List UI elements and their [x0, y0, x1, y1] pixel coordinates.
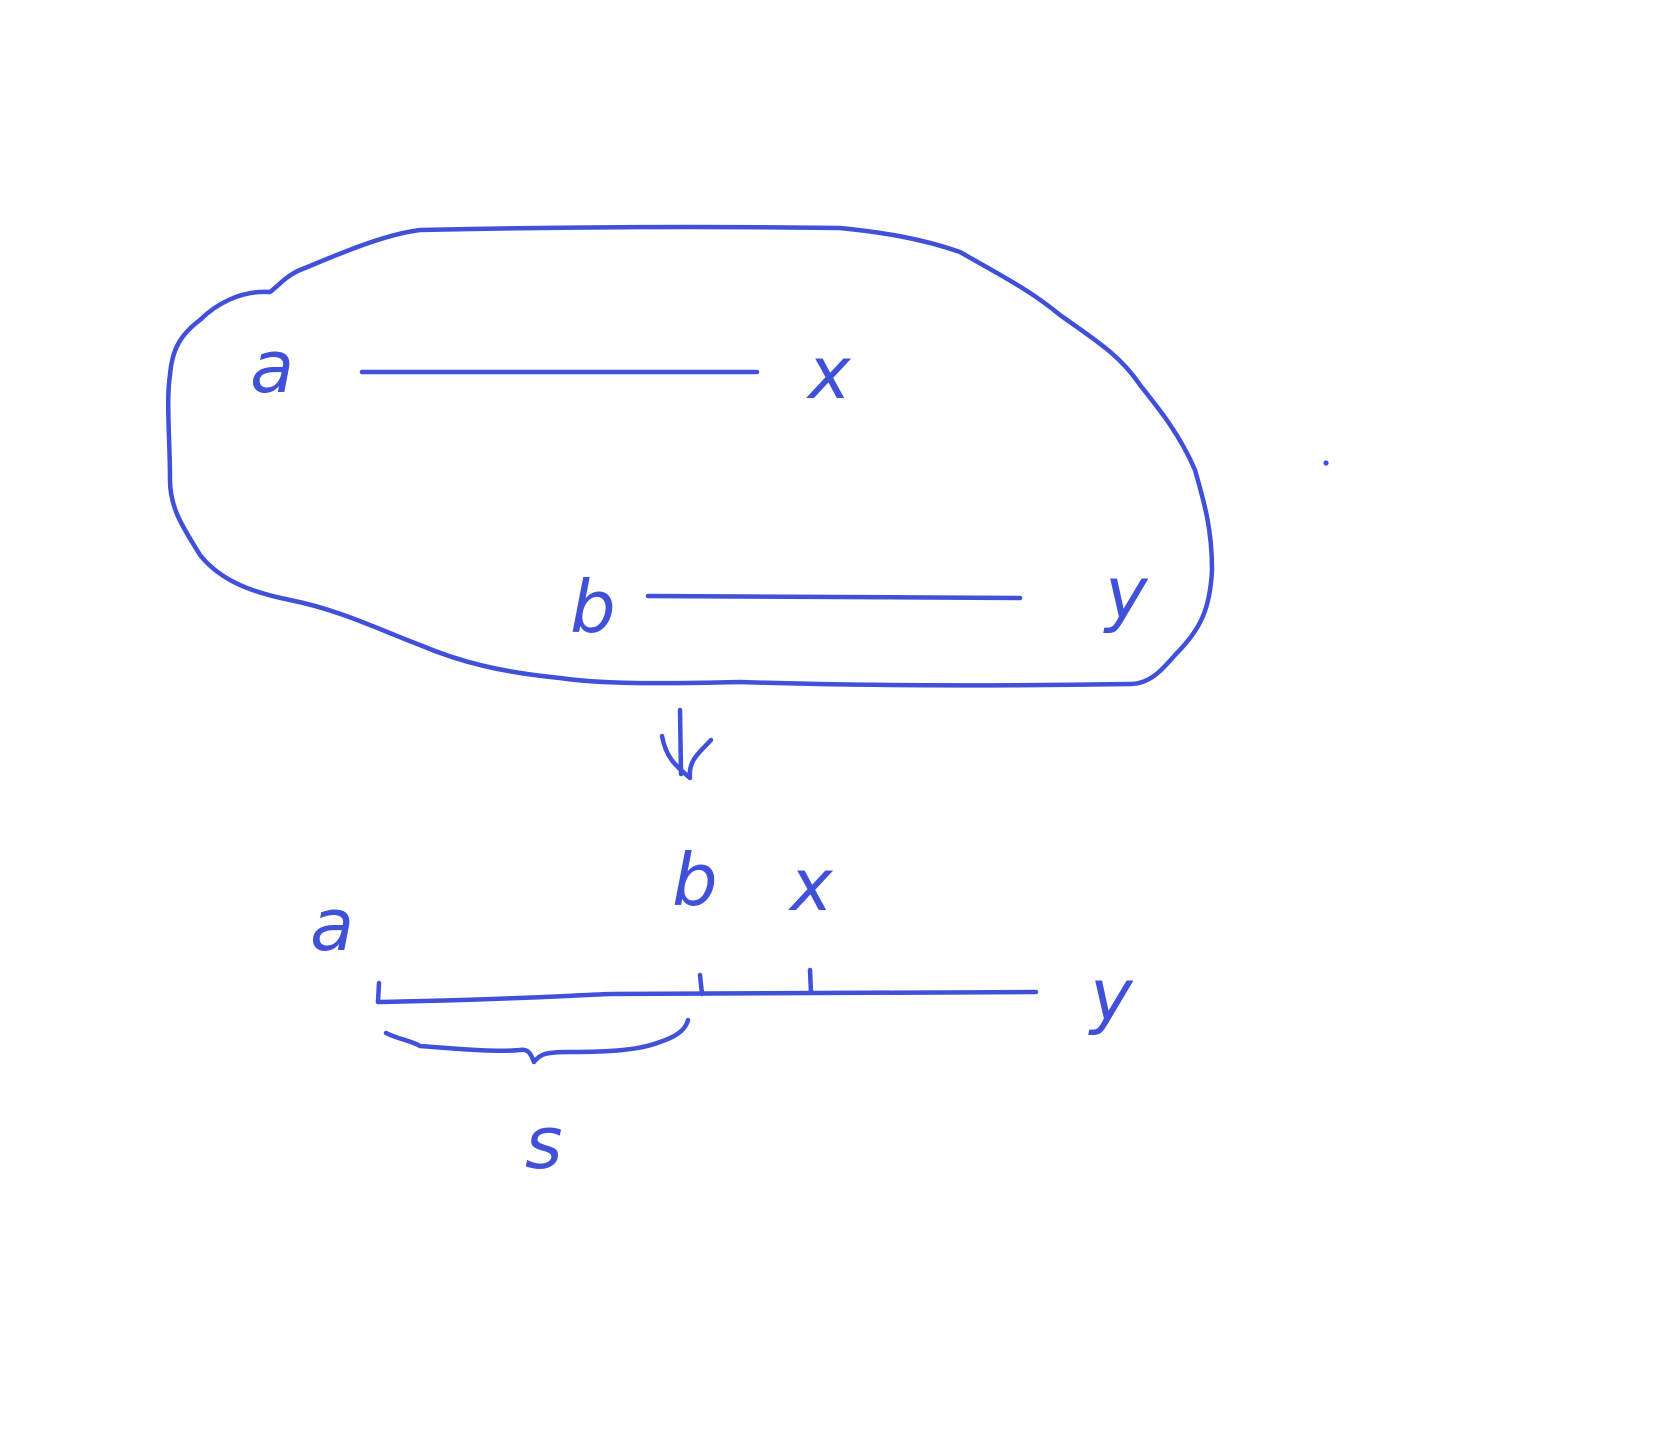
bottom-line — [375, 989, 1039, 1005]
label-a-top: a — [250, 325, 294, 409]
label-x-bottom: x — [788, 843, 834, 927]
label-s: s — [525, 1101, 563, 1185]
tick-b — [697, 972, 705, 997]
label-a-bottom: a — [310, 883, 354, 967]
brace-a-b — [383, 1017, 691, 1065]
label-y-bottom: y — [1088, 953, 1134, 1037]
label-b-bottom: b — [672, 838, 718, 922]
tick-x — [807, 967, 814, 996]
enclosing-loop — [165, 224, 1215, 688]
down-arrow — [659, 707, 714, 781]
label-b-top: b — [570, 565, 616, 649]
label-x-top: x — [806, 331, 852, 415]
label-y-top: y — [1103, 551, 1149, 635]
segment-by — [645, 593, 1023, 601]
stray-dot — [1323, 460, 1329, 466]
tick-a — [375, 980, 382, 1005]
